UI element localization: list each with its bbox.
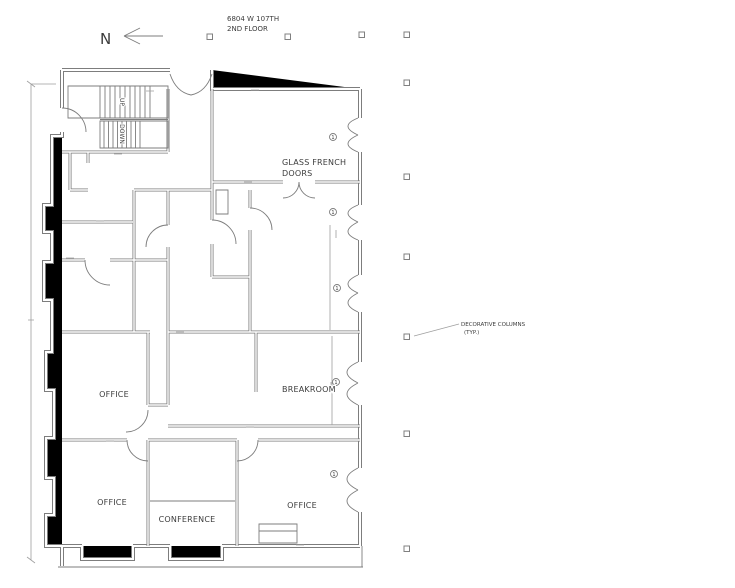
column-marker (284, 33, 291, 40)
room-label-glass-french-doors-2: DOORS (282, 169, 312, 178)
column-grid (206, 31, 410, 552)
annotation-line2: (TYP.) (464, 330, 479, 336)
title-floor: 2ND FLOOR (227, 25, 268, 33)
door-tag: 1 (335, 286, 338, 292)
column-marker (358, 31, 365, 38)
exterior-walls (42, 68, 362, 568)
column-marker (403, 31, 410, 38)
column-marker (403, 173, 410, 180)
door-tag: 1 (331, 135, 334, 141)
column-marker (403, 333, 410, 340)
room-labels: GLASS FRENCH DOORS BREAKROOM OFFICE OFFI… (96, 157, 347, 526)
fixtures (58, 189, 363, 568)
door-swings (61, 73, 359, 513)
room-label-breakroom: BREAKROOM (282, 385, 336, 394)
room-label-office-mid: OFFICE (99, 390, 129, 399)
room-label-office-bottom-right: OFFICE (287, 501, 317, 510)
stairs: UP DOWN (67, 85, 169, 149)
door-tag: 1 (334, 380, 337, 386)
column-marker (403, 545, 410, 552)
door-tag: 1 (332, 472, 335, 478)
column-marker (206, 33, 213, 40)
room-label-office-bottom-left: OFFICE (97, 498, 127, 507)
title-block: 6804 W 107TH 2ND FLOOR (227, 15, 279, 33)
room-label-glass-french-doors: GLASS FRENCH (282, 158, 346, 167)
column-marker (403, 79, 410, 86)
north-arrow-icon: N (100, 27, 163, 48)
decorative-columns-annotation: DECORATIVE COLUMNS (TYP.) (413, 322, 526, 337)
stair-up-label: UP (118, 98, 125, 106)
title-address: 6804 W 107TH (227, 15, 279, 23)
room-label-conference: CONFERENCE (159, 515, 216, 524)
dimension-lines (26, 80, 337, 564)
door-tag: 1 (331, 210, 334, 216)
stair-down-label: DOWN (118, 124, 125, 144)
door-tags: 1 1 1 1 1 (329, 133, 341, 478)
annotation-line1: DECORATIVE COLUMNS (461, 322, 526, 328)
column-marker (403, 253, 410, 260)
north-label: N (100, 30, 111, 48)
column-marker (403, 430, 410, 437)
